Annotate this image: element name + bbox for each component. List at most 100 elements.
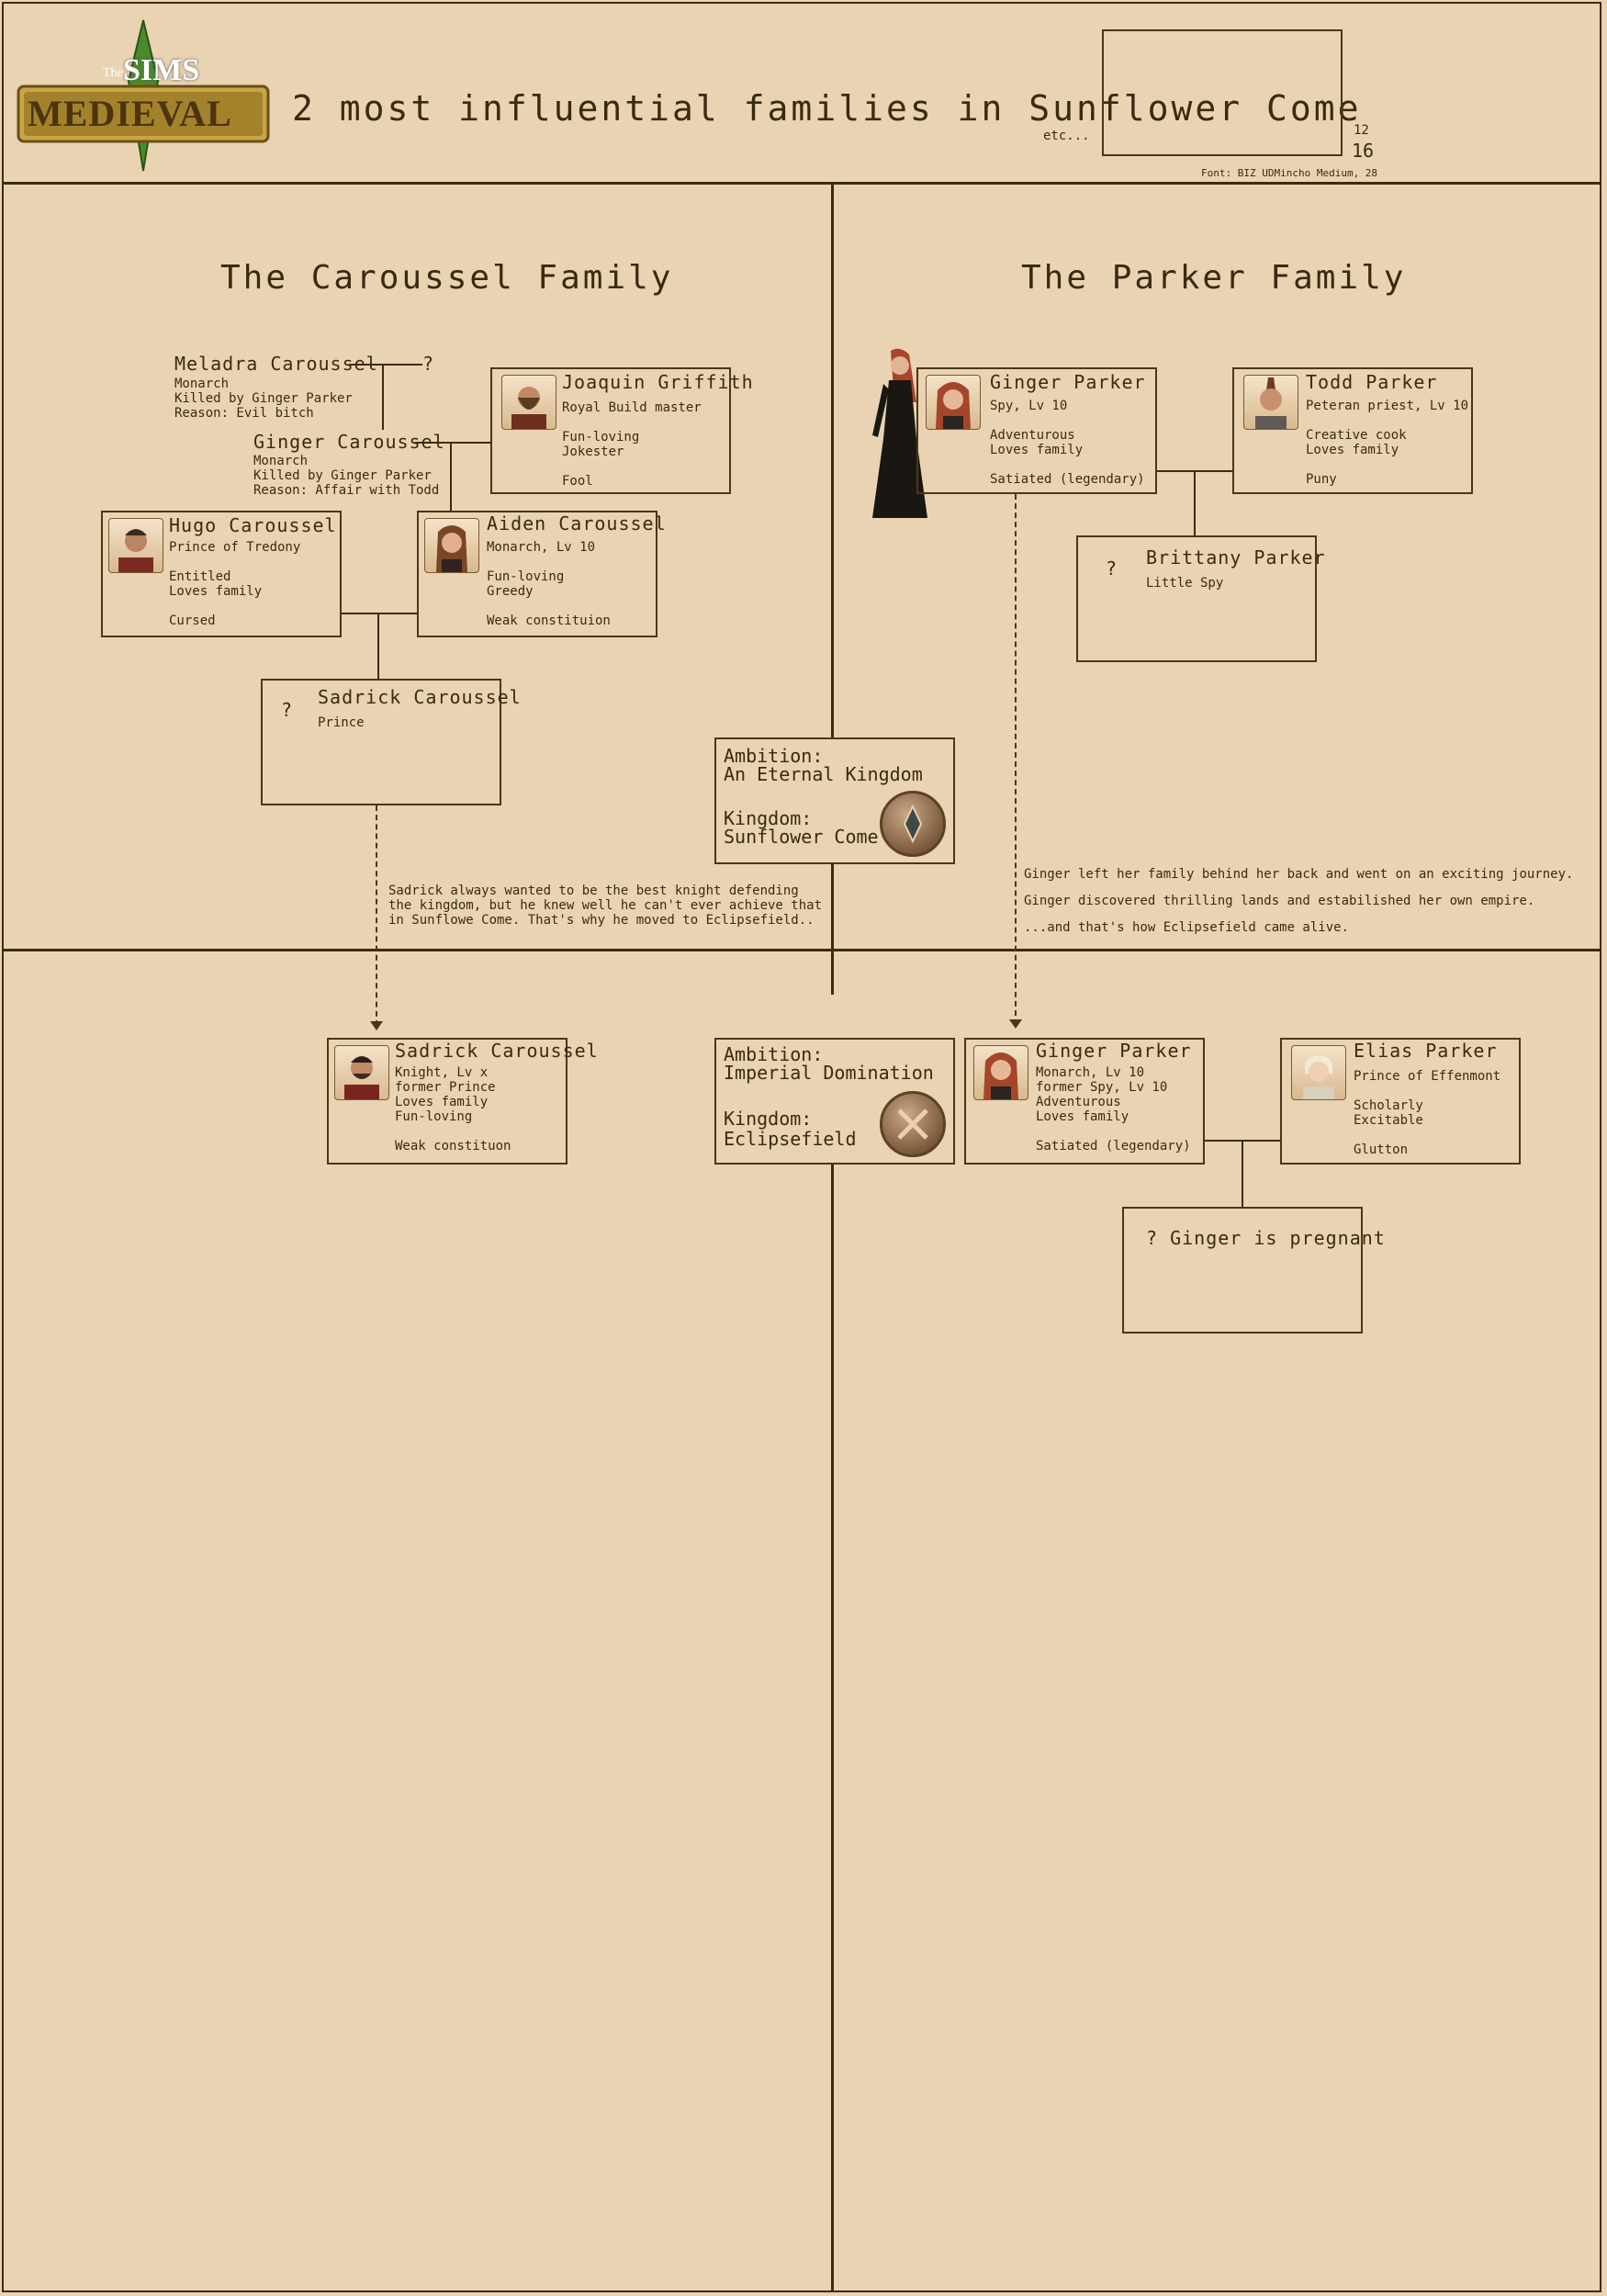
ginger-monarch-trait2: Loves family <box>1036 1109 1129 1124</box>
ginger-monarch-fatal-flaw: Satiated (legendary) <box>1036 1139 1191 1154</box>
hugo-trait1: Entitled <box>169 569 231 584</box>
ginger-monarch-card[interactable]: Ginger Parker Monarch, Lv 10 former Spy,… <box>964 1038 1205 1165</box>
hugo-portrait <box>108 518 163 573</box>
sadrick-note-line: in Sunflowe Come. That's why he moved to… <box>388 913 815 928</box>
todd-portrait <box>1243 375 1298 430</box>
aiden-name: Aiden Caroussel <box>487 512 667 535</box>
meladra-death: Killed by Ginger Parker <box>174 391 353 406</box>
ginger-caroussel-reason: Reason: Affair with Todd <box>253 483 440 498</box>
joaquin-trait2: Jokester <box>562 445 624 459</box>
center-divider-mid <box>831 863 834 995</box>
ginger-monarch-name: Ginger Parker <box>1036 1040 1192 1062</box>
ginger-journey-note: Ginger left her family behind her back a… <box>1024 861 1573 941</box>
sadrick-migration-arrow <box>376 805 377 1026</box>
sadrick-knight-former: former Prince <box>395 1080 496 1095</box>
sadrick-note-line: the kingdom, but he knew well he can't e… <box>388 898 823 913</box>
ginger-caroussel-death: Killed by Ginger Parker <box>253 468 432 483</box>
aiden-trait1: Fun-loving <box>487 569 565 584</box>
ambition-label: Ambition: <box>724 1043 824 1065</box>
tree-line <box>377 613 379 679</box>
ginger-fullbody-figure <box>863 347 937 522</box>
tree-line <box>450 442 452 511</box>
todd-trait2: Loves family <box>1306 443 1399 457</box>
ginger-note-line: Ginger discovered thrilling lands and es… <box>1024 894 1535 908</box>
hugo-card[interactable]: Hugo Caroussel Prince of Tredony Entitle… <box>101 511 342 637</box>
elias-fatal-flaw: Glutton <box>1354 1142 1409 1157</box>
sadrick-knight-card[interactable]: Sadrick Caroussel Knight, Lv x former Pr… <box>327 1038 598 1165</box>
header-divider <box>2 182 1601 185</box>
ambition-value: Imperial Domination <box>724 1062 934 1084</box>
sadrick-knight-trait2: Fun-loving <box>395 1109 473 1124</box>
ginger-parker-trait2: Loves family <box>990 443 1084 457</box>
meladra-name: Meladra Caroussel <box>174 353 378 375</box>
hugo-trait2: Loves family <box>169 584 263 599</box>
sadrick-note-line: Sadrick always wanted to be the best kni… <box>388 884 799 898</box>
hugo-role: Prince of Tredony <box>169 540 301 555</box>
meladra-details: Monarch Killed by Ginger Parker Reason: … <box>174 377 353 421</box>
elias-role: Prince of Effenmont <box>1354 1069 1501 1084</box>
kingdom-sunflower-card[interactable]: Ambition: An Eternal Kingdom Kingdom: Su… <box>714 737 955 864</box>
tree-line <box>382 364 384 430</box>
brittany-role: Little Spy <box>1146 576 1224 591</box>
sadrick-knight-role: Knight, Lv x <box>395 1065 489 1080</box>
ginger-monarch-role: Monarch, Lv 10 <box>1036 1065 1145 1080</box>
tree-line <box>349 364 422 366</box>
mid-divider <box>2 949 1601 951</box>
todd-card[interactable]: Todd Parker Peteran priest, Lv 10 Creati… <box>1232 367 1473 494</box>
brittany-name: Brittany Parker <box>1146 546 1326 568</box>
sadrick-card[interactable]: ? Sadrick Caroussel Prince <box>261 679 521 805</box>
ginger-parker-card[interactable]: Ginger Parker Spy, Lv 10 Adventurous Lov… <box>916 367 1157 494</box>
ginger-journey-arrow <box>1015 494 1017 1025</box>
todd-trait1: Creative cook <box>1306 428 1407 443</box>
logo-medieval: MEDIEVAL <box>28 93 232 134</box>
ginger-parker-portrait <box>926 375 981 430</box>
elias-card[interactable]: Elias Parker Prince of Effenmont Scholar… <box>1280 1038 1521 1165</box>
tree-line <box>1242 1140 1243 1208</box>
joaquin-name: Joaquin Griffith <box>562 371 754 393</box>
center-divider-top <box>831 184 834 737</box>
ginger-parker-name: Ginger Parker <box>990 371 1146 393</box>
sadrick-knight-fatal-flaw: Weak constituon <box>395 1139 511 1154</box>
center-divider-bottom <box>831 1164 834 2292</box>
unborn-child-card[interactable]: ? Ginger is pregnant <box>1122 1207 1385 1334</box>
font-note: Font: BIZ UDMincho Medium, 28 <box>1201 167 1378 179</box>
ginger-monarch-trait1: Adventurous <box>1036 1095 1121 1109</box>
aiden-trait2: Greedy <box>487 584 534 599</box>
brittany-unknown-portrait: ? <box>1106 557 1118 580</box>
etc-text: etc... <box>1043 129 1090 143</box>
ginger-note-line: Ginger left her family behind her back a… <box>1024 867 1574 882</box>
kingdom-eclipsefield-card[interactable]: Ambition: Imperial Domination Kingdom: E… <box>714 1038 955 1165</box>
sadrick-portrait <box>334 1045 389 1100</box>
ginger-monarch-former: former Spy, Lv 10 <box>1036 1080 1168 1095</box>
elias-name: Elias Parker <box>1354 1040 1498 1062</box>
sadrick-knight-name: Sadrick Caroussel <box>395 1040 599 1062</box>
page-title: 2 most influential families in Sunflower… <box>292 88 1362 129</box>
tree-line <box>415 442 490 444</box>
aiden-fatal-flaw: Weak constituion <box>487 613 611 628</box>
eternal-kingdom-emblem-icon <box>880 791 946 857</box>
ginger-parker-role: Spy, Lv 10 <box>990 399 1068 413</box>
tree-line <box>1194 470 1196 536</box>
meladra-partner-unknown: ? <box>422 353 434 375</box>
arrow-head <box>370 1021 383 1030</box>
aiden-role: Monarch, Lv 10 <box>487 540 596 555</box>
ginger-parker-trait1: Adventurous <box>990 428 1075 443</box>
parker-heading: The Parker Family <box>1021 259 1407 297</box>
meladra-reason: Reason: Evil bitch <box>174 406 314 421</box>
aiden-card[interactable]: Aiden Caroussel Monarch, Lv 10 Fun-lovin… <box>417 511 666 637</box>
sims-medieval-logo: The SIMS MEDIEVAL <box>15 17 272 173</box>
joaquin-fatal-flaw: Fool <box>562 474 593 489</box>
logo-the: The <box>103 66 123 80</box>
ginger-caroussel-role: Monarch <box>253 454 309 468</box>
todd-name: Todd Parker <box>1306 371 1438 393</box>
brittany-card[interactable]: ? Brittany Parker Little Spy <box>1076 535 1325 662</box>
elias-portrait <box>1291 1045 1346 1100</box>
elias-trait1: Scholarly <box>1354 1098 1423 1113</box>
kingdom-value: Eclipsefield <box>724 1128 857 1150</box>
ginger-parker-fatal-flaw: Satiated (legendary) <box>990 472 1145 487</box>
sadrick-role: Prince <box>318 715 365 730</box>
imperial-domination-emblem-icon <box>880 1091 946 1157</box>
joaquin-card[interactable]: Joaquin Griffith Royal Build master Fun-… <box>490 367 753 494</box>
sadrick-unknown-portrait: ? <box>281 699 293 721</box>
